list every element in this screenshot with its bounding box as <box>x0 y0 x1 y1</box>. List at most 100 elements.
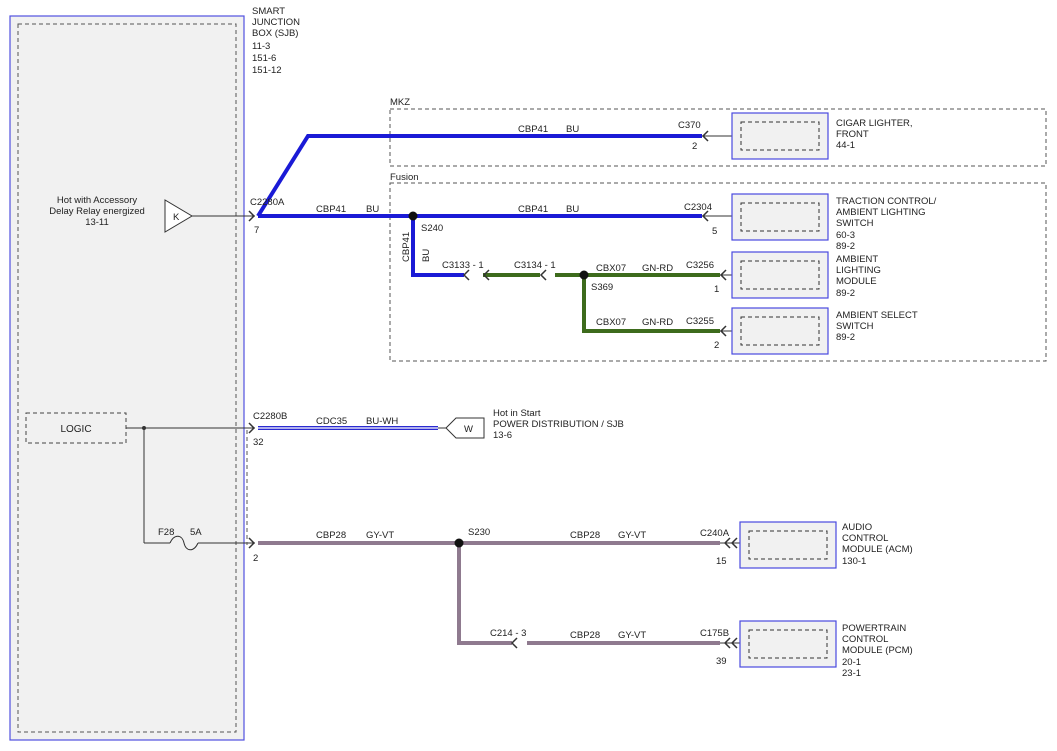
logic-box <box>25 412 127 444</box>
power-dist-line: Hot in Start <box>493 408 541 419</box>
c370-arrow <box>701 130 709 142</box>
power-dist-line: POWER DISTRIBUTION / SJB <box>493 419 624 430</box>
ambient-lighting-inner <box>740 260 820 290</box>
c175b-mating-arrow <box>730 637 738 649</box>
c2280b-pin: 32 <box>253 437 264 448</box>
pcm-label: 23-1 <box>842 668 861 679</box>
sjb-title-line: 151-12 <box>252 65 282 76</box>
c3255-arrow <box>719 325 727 337</box>
c175b-name: C175B <box>700 628 729 639</box>
pcm-label: POWERTRAIN <box>842 623 906 634</box>
c240a-arrow <box>723 537 731 549</box>
accessory-label-line: 13-11 <box>85 217 109 228</box>
ambient-select-inner <box>740 316 820 346</box>
traction-control-label: 60-3 <box>836 230 855 241</box>
sjb-title-line: SMART <box>252 6 285 17</box>
cbx07-upper-circuit: CBX07 <box>596 263 626 274</box>
cbx07-lower-circuit: CBX07 <box>596 317 626 328</box>
splice-s230-label: S230 <box>468 527 490 538</box>
acm-label: MODULE (ACM) <box>842 544 913 555</box>
sjb-pin2: 2 <box>253 553 258 564</box>
mkz-section-label: MKZ <box>390 97 410 108</box>
c3256-arrow <box>719 269 727 281</box>
c2304-pin: 5 <box>712 226 717 237</box>
sjb-title: SMART JUNCTION BOX (SJB) 11-3 151-6 151-… <box>252 6 300 76</box>
ambient-select-label: SWITCH <box>836 321 874 332</box>
acm-box <box>739 521 837 569</box>
c3134-arrow <box>539 269 547 281</box>
splice-s240-label: S240 <box>421 223 443 234</box>
power-dist-line: 13-6 <box>493 430 512 441</box>
sjb-title-line: 151-6 <box>252 53 276 64</box>
traction-control-box <box>731 193 829 241</box>
c2304-arrow <box>701 210 709 222</box>
ambient-lighting-label: 89-2 <box>836 288 855 299</box>
pcm-label: MODULE (PCM) <box>842 645 913 656</box>
ambient-lighting-component: C3256 1 AMBIENT LIGHTING MODULE 89-2 <box>686 251 881 299</box>
cbp28-acm-color: GY-VT <box>618 530 646 541</box>
c2280b-arrow <box>248 422 256 434</box>
c370-pin: 2 <box>692 141 697 152</box>
logic-label: LOGIC <box>60 424 91 435</box>
k-symbol-label: K <box>173 212 180 223</box>
acm-label: 130-1 <box>842 556 866 567</box>
c3133-arrow <box>462 269 470 281</box>
cbp28-branch-wire <box>457 543 512 645</box>
sjb-pin2-arrow <box>248 537 256 549</box>
acm-inner <box>748 530 828 560</box>
splice-s369-dot <box>579 270 589 280</box>
splice-s369-label: S369 <box>591 282 613 293</box>
acm-component: C240A 15 AUDIO CONTROL MODULE (ACM) 130-… <box>700 521 913 569</box>
traction-control-inner <box>740 202 820 232</box>
k-source-symbol <box>164 199 193 233</box>
c3133-mating-arrow <box>482 269 490 281</box>
accessory-label-line: Hot with Accessory <box>57 195 137 206</box>
cbp41-mkz-color: BU <box>566 124 579 135</box>
cbp28-acm-circuit: CBP28 <box>570 530 600 541</box>
traction-control-label: 89-2 <box>836 241 855 252</box>
ambient-lighting-label: LIGHTING <box>836 265 881 276</box>
c175b-pin: 39 <box>716 656 727 667</box>
c214-name: C214 - 3 <box>490 628 526 639</box>
cbp28-wires <box>258 538 720 645</box>
ambient-lighting-label: AMBIENT <box>836 254 878 265</box>
cigar-lighter-label: FRONT <box>836 129 869 140</box>
c3134-name: C3134 - 1 <box>514 260 556 271</box>
cdc35-color: BU-WH <box>366 416 398 427</box>
cbp41-to-mkz-wire <box>256 134 702 218</box>
cbp41-mkz-circuit: CBP41 <box>518 124 548 135</box>
splice-s240-dot <box>408 211 418 221</box>
acm-label: AUDIO <box>842 522 872 533</box>
fuse-name: F28 <box>158 527 174 538</box>
pcm-inner <box>748 629 828 659</box>
cbp28-pcm-circuit: CBP28 <box>570 630 600 641</box>
w-source-symbol <box>445 417 485 439</box>
ambient-lighting-box <box>731 251 829 299</box>
c240a-mating-arrow <box>730 537 738 549</box>
ambient-select-label: AMBIENT SELECT <box>836 310 918 321</box>
cbp41-vertical-wire <box>411 216 464 277</box>
cigar-lighter-label: CIGAR LIGHTER, <box>836 118 913 129</box>
c3256-name: C3256 <box>686 260 714 271</box>
accessory-label-line: Delay Relay energized <box>49 206 145 217</box>
c2304-name: C2304 <box>684 202 712 213</box>
ambient-select-label: 89-2 <box>836 332 855 343</box>
cbp41-fusion-circuit: CBP41 <box>518 204 548 215</box>
cbp28-main-circuit: CBP28 <box>316 530 346 541</box>
w-symbol-label: W <box>464 424 473 435</box>
ambient-select-box <box>731 307 829 355</box>
fusion-section-box <box>389 182 1047 362</box>
c3133-name: C3133 - 1 <box>442 260 484 271</box>
pcm-component: C175B 39 POWERTRAIN CONTROL MODULE (PCM)… <box>700 620 913 679</box>
cbp41-main-circuit: CBP41 <box>316 204 346 215</box>
splice-s230-dot <box>454 538 464 548</box>
sjb-outer-box <box>9 15 245 741</box>
c175b-arrow <box>723 637 731 649</box>
sjb-inner-dashed-box <box>17 23 237 733</box>
cigar-lighter-label: 44-1 <box>836 140 855 151</box>
cbp41-vertical-circuit: CBP41 <box>401 232 412 262</box>
cdc35-circuit: CDC35 <box>316 416 347 427</box>
cbp41-vertical-color: BU <box>421 249 432 262</box>
pcm-label: CONTROL <box>842 634 888 645</box>
